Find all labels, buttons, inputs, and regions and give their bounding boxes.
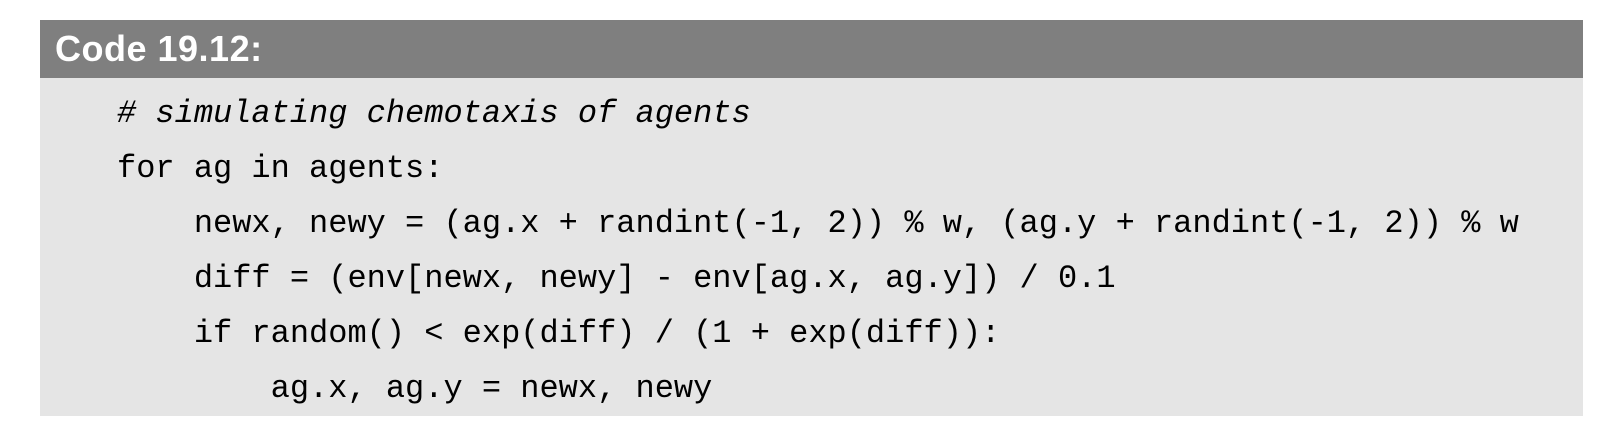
code-line-comment: # simulating chemotaxis of agents (117, 95, 751, 132)
code-line: diff = (env[newx, newy] - env[ag.x, ag.y… (117, 260, 1116, 297)
code-listing-header: Code 19.12: (40, 20, 1583, 78)
code-body: # simulating chemotaxis of agents for ag … (40, 78, 1583, 416)
code-line: ag.x, ag.y = newx, newy (117, 370, 713, 407)
code-listing-title: Code 19.12: (55, 28, 263, 69)
code-line: for ag in agents: (117, 150, 444, 187)
code-listing: Code 19.12: # simulating chemotaxis of a… (40, 20, 1583, 416)
code-line: if random() < exp(diff) / (1 + exp(diff)… (117, 315, 1001, 352)
code-line: newx, newy = (ag.x + randint(-1, 2)) % w… (117, 205, 1519, 242)
